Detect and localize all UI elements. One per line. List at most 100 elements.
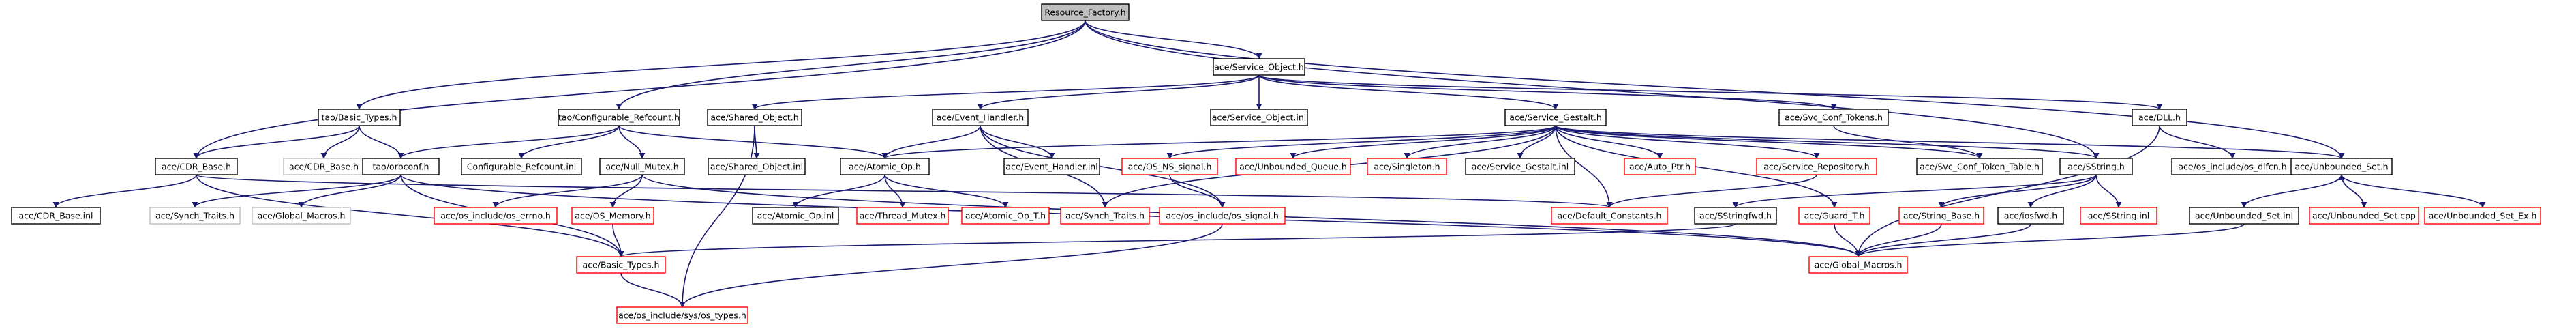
node-os-signal-h[interactable]: ace/os_include/os_signal.h	[1159, 207, 1286, 225]
node-atomic-op-h[interactable]: ace/Atomic_Op.h	[840, 158, 930, 175]
node-label: ace/Atomic_Op.inl	[757, 211, 834, 221]
node-label: ace/Guard_T.h	[1804, 211, 1865, 221]
node-label: ace/Service_Repository.h	[1763, 162, 1869, 172]
node-label: ace/Unbounded_Set_Ex.h	[2429, 211, 2537, 221]
node-tao-cdr-base-h[interactable]: ace/CDR_Base.h	[283, 158, 365, 175]
node-service-repository-h[interactable]: ace/Service_Repository.h	[1756, 158, 1877, 175]
edge-string_base_h-to-global_macros_h	[1855, 223, 1942, 257]
node-sstringfwd-h[interactable]: ace/SStringfwd.h	[1694, 207, 1777, 225]
node-label: ace/OS_NS_signal.h	[1128, 162, 1212, 172]
node-event-handler-inl[interactable]: ace/Event_Handler.inl	[1003, 158, 1100, 175]
node-sstring-inl[interactable]: ace/SString.inl	[2080, 207, 2157, 225]
node-global-macros-h[interactable]: ace/Global_Macros.h	[1808, 256, 1908, 274]
node-basic-types-h[interactable]: ace/Basic_Types.h	[576, 256, 666, 274]
node-os-dlfcn-h[interactable]: ace/os_include/os_dlfcn.h	[2171, 158, 2294, 175]
edge-tao_basic_types_h-to-ace_cdr_base_h	[193, 125, 360, 159]
node-label: ace/Basic_Types.h	[583, 260, 660, 270]
node-service-object-h[interactable]: ace/Service_Object.h	[1213, 58, 1305, 76]
edge-null_mutex_h-to-os_errno_h	[492, 174, 643, 208]
node-box	[461, 158, 582, 175]
node-box	[155, 158, 238, 175]
node-service-object-inl[interactable]: ace/Service_Object.inl	[1210, 109, 1308, 126]
node-atomic-op-t-h[interactable]: ace/Atomic_Op_T.h	[961, 207, 1050, 225]
node-label: ace/Null_Mutex.h	[605, 162, 678, 172]
edge-configurable_refcount_h-to-atomic_op_h	[618, 125, 888, 159]
node-svc-conf-token-table-h[interactable]: ace/Svc_Conf_Token_Table.h	[1916, 158, 2043, 175]
node-unbounded-set-ex-h[interactable]: ace/Unbounded_Set_Ex.h	[2424, 207, 2541, 225]
node-svc-conf-tokens-h[interactable]: ace/Svc_Conf_Tokens.h	[1778, 109, 1889, 126]
node-service-gestalt-inl[interactable]: ace/Service_Gestalt.inl	[1465, 158, 1575, 175]
node-orbconf-h[interactable]: tao/orbconf.h	[362, 158, 440, 175]
node-os-errno-h[interactable]: ace/os_include/os_errno.h	[434, 207, 558, 225]
edge-service_gestalt_h-to-service_gestalt_inl	[1517, 125, 1556, 159]
edge-dll_h-to-os_dlfcn_h	[2159, 125, 2236, 159]
edge-service_object_h-to-shared_object_h	[751, 74, 1260, 110]
node-thread-mutex-h[interactable]: ace/Thread_Mutex.h	[856, 207, 949, 225]
node-label: ace/Svc_Conf_Tokens.h	[1785, 113, 1883, 123]
node-box	[1694, 207, 1777, 225]
node-guard-t-h[interactable]: ace/Guard_T.h	[1798, 207, 1870, 225]
node-box	[1041, 3, 1130, 21]
node-ace-cdr-base-h[interactable]: ace/CDR_Base.h	[155, 158, 238, 175]
node-label: ace/Service_Object.inl	[1212, 113, 1306, 123]
node-event-handler-h[interactable]: ace/Event_Handler.h	[932, 109, 1029, 126]
node-sstring-h[interactable]: ace/SString.h	[2059, 158, 2133, 175]
node-atomic-op-inl[interactable]: ace/Atomic_Op.inl	[752, 207, 839, 225]
edge-resource_factory_h-to-tao_basic_types_h	[356, 20, 1086, 110]
node-iosfwd-h[interactable]: ace/iosfwd.h	[1997, 207, 2064, 225]
node-box	[2171, 158, 2294, 175]
node-service-gestalt-h[interactable]: ace/Service_Gestalt.h	[1504, 109, 1607, 126]
node-box	[1778, 109, 1889, 126]
node-box	[2059, 158, 2133, 175]
edge-iosfwd_h-to-global_macros_h	[1855, 223, 2031, 257]
node-tao-basic-types-h[interactable]: tao/Basic_Types.h	[318, 109, 401, 126]
node-default-constants-h[interactable]: ace/Default_Constants.h	[1551, 207, 1668, 225]
edge-orbconf_h-to-synch_traits_gray	[192, 174, 401, 208]
node-label: ace/os_include/sys/os_types.h	[618, 311, 746, 321]
node-shared-object-h[interactable]: ace/Shared_Object.h	[707, 109, 802, 126]
node-auto-ptr-h[interactable]: ace/Auto_Ptr.h	[1624, 158, 1696, 175]
node-synch-traits-gray[interactable]: ace/Synch_Traits.h	[149, 207, 241, 225]
node-box	[840, 158, 930, 175]
node-label: ace/Unbounded_Set.h	[2294, 162, 2388, 172]
node-shared-object-inl[interactable]: ace/Shared_Object.inl	[708, 158, 806, 175]
node-configurable-refcount-inl[interactable]: Configurable_Refcount.inl	[461, 158, 582, 175]
node-synch-traits-h[interactable]: ace/Synch_Traits.h	[1060, 207, 1150, 225]
node-label: ace/Svc_Conf_Token_Table.h	[1920, 162, 2040, 172]
node-dll-h[interactable]: ace/DLL.h	[2132, 109, 2187, 126]
node-os-memory-h[interactable]: ace/OS_Memory.h	[571, 207, 654, 225]
node-box	[576, 256, 666, 274]
node-label: ace/Shared_Object.h	[710, 113, 798, 123]
node-global-macros-gray[interactable]: ace/Global_Macros.h	[252, 207, 351, 225]
node-label: ace/Thread_Mutex.h	[860, 211, 946, 221]
edge-tao_basic_types_h-to-orbconf_h	[359, 125, 404, 159]
node-os-types-h[interactable]: ace/os_include/sys/os_types.h	[616, 306, 748, 324]
edge-sstringfwd_h-to-basic_types_h	[618, 223, 1736, 257]
node-label: tao/orbconf.h	[373, 162, 429, 172]
node-null-mutex-h[interactable]: ace/Null_Mutex.h	[599, 158, 685, 175]
node-configurable-refcount-h[interactable]: tao/Configurable_Refcount.h	[558, 109, 680, 126]
node-resource-factory-h[interactable]: Resource_Factory.h	[1041, 3, 1130, 21]
node-label: ace/Global_Macros.h	[258, 211, 346, 221]
node-string-base-h[interactable]: ace/String_Base.h	[1898, 207, 1984, 225]
edge-resource_factory_h-to-ace_cdr_base_h	[193, 20, 1086, 159]
node-os-ns-signal-h[interactable]: ace/OS_NS_signal.h	[1121, 158, 1218, 175]
node-unbounded-set-h[interactable]: ace/Unbounded_Set.h	[2290, 158, 2393, 175]
node-singleton-h[interactable]: ace/Singleton.h	[1367, 158, 1447, 175]
node-cdr-base-inl[interactable]: ace/CDR_Base.inl	[11, 207, 101, 225]
node-unbounded-set-cpp[interactable]: ace/Unbounded_Set.cpp	[2309, 207, 2419, 225]
node-box	[558, 109, 680, 126]
node-label: ace/SString.h	[2067, 162, 2125, 172]
edge-service_gestalt_h-to-svc_conf_token_table_h	[1555, 125, 1983, 159]
edge-service_object_h-to-service_gestalt_h	[1258, 74, 1559, 110]
node-unbounded-set-inl[interactable]: ace/Unbounded_Set.inl	[2189, 207, 2299, 225]
node-label: tao/Basic_Types.h	[322, 113, 397, 123]
edge-sstring_h-to-sstring_inl	[2095, 174, 2122, 208]
node-label: ace/Synch_Traits.h	[1065, 211, 1145, 221]
node-unbounded-queue-h[interactable]: ace/Unbounded_Queue.h	[1235, 158, 1351, 175]
node-box	[1624, 158, 1696, 175]
edge-ace_cdr_base_h-to-basic_types_h	[196, 174, 624, 257]
edge-resource_factory_h-to-configurable_refcount_h	[616, 20, 1086, 110]
node-box	[1997, 207, 2064, 225]
node-box	[318, 109, 401, 126]
